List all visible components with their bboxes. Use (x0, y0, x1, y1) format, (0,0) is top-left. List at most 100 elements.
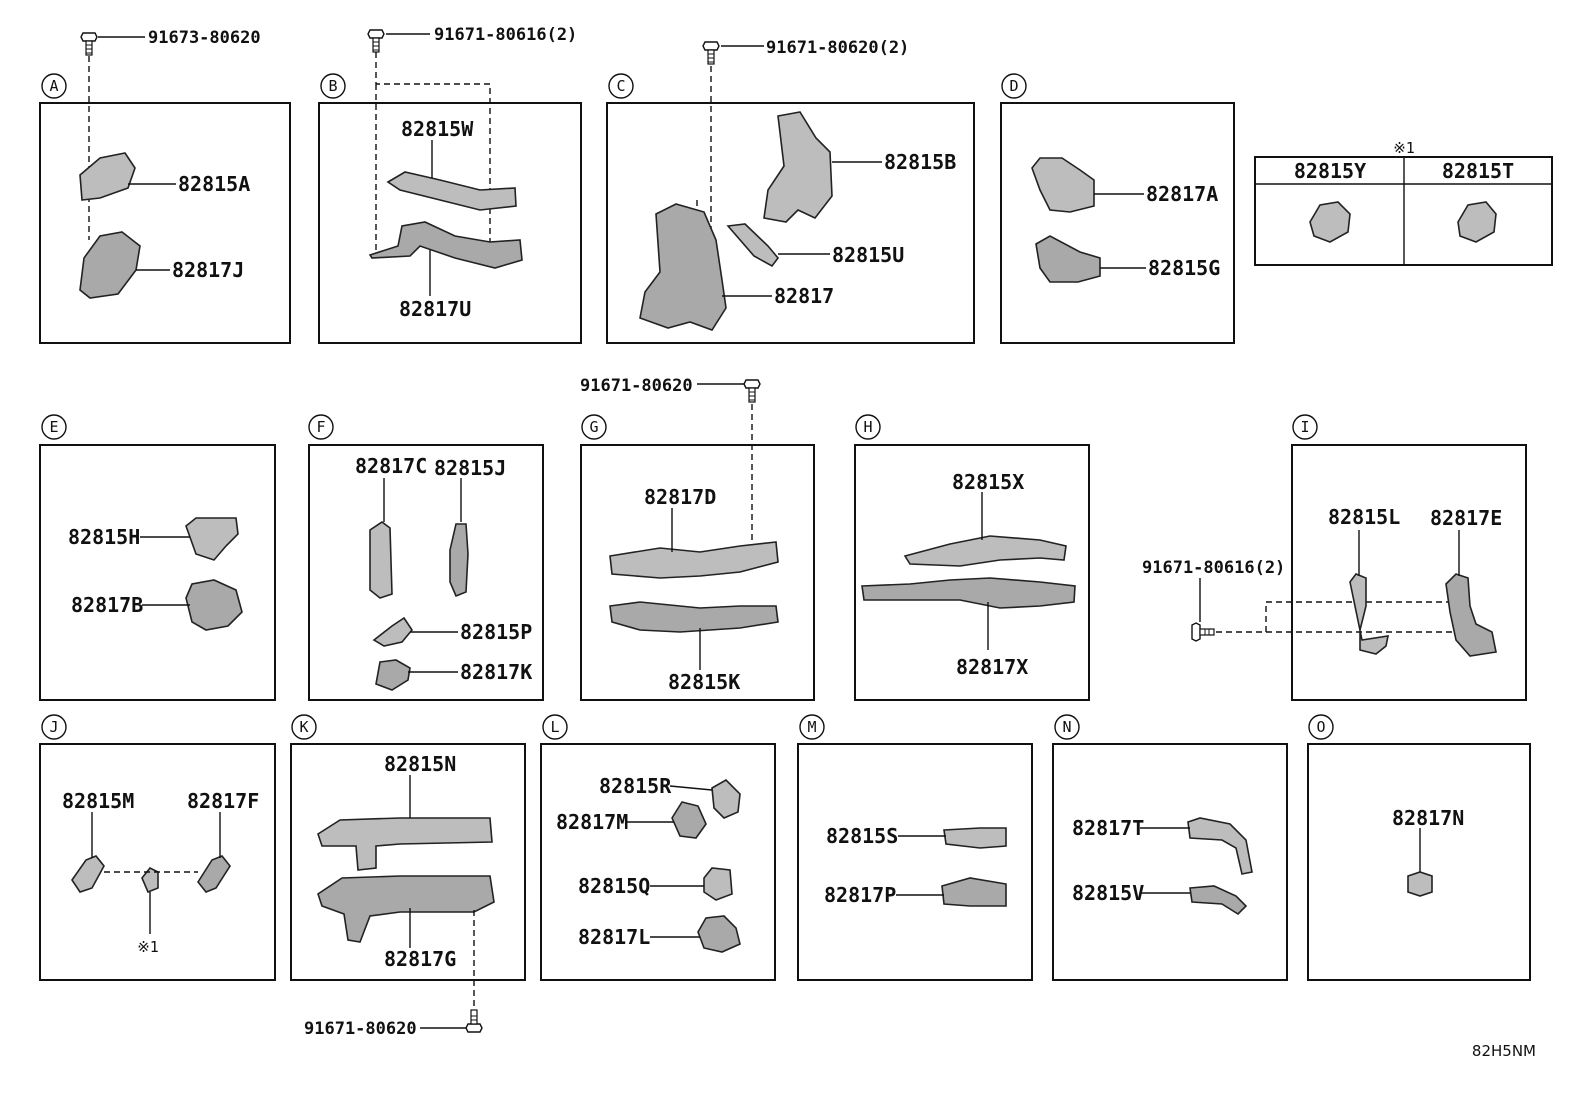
section-d: D 82817A 82815G (1000, 73, 1235, 344)
bracket-82817-icon (639, 203, 727, 331)
section-e: E 82815H 82817B (39, 414, 276, 701)
section-f: F 82817C 82815J 82815P 82817K (308, 414, 544, 701)
bracket-82815h-icon (185, 517, 239, 561)
part-label-82815l: 82815L (1328, 505, 1400, 529)
rail-82817g-icon (317, 875, 495, 943)
note-1-header-82815y: 82815Y (1294, 159, 1366, 183)
bracket-82815v-icon (1189, 885, 1248, 916)
section-letter-k: K (299, 718, 308, 736)
part-label-82815r: 82815R (599, 774, 672, 798)
clip-82815m-icon (71, 855, 105, 893)
section-o: O 82817N (1307, 714, 1531, 981)
part-label-82817g: 82817G (384, 947, 456, 971)
section-letter-f: F (316, 418, 325, 436)
section-letter-n: N (1062, 718, 1071, 736)
part-label-82817: 82817 (774, 284, 834, 308)
bracket-82817a-icon (1031, 157, 1095, 213)
section-a: A 91673-80620 82815A 82817J (39, 28, 291, 344)
part-label-82817x: 82817X (956, 655, 1028, 679)
rail-82815w-icon (386, 171, 517, 211)
bolt-icon (80, 32, 98, 56)
part-label-82817k: 82817K (460, 660, 532, 684)
diagram-code: 82H5NM (1472, 1042, 1536, 1060)
bracket-82815j-icon (449, 523, 469, 598)
section-letter-c: C (616, 77, 625, 95)
section-letter-g: G (589, 418, 598, 436)
bracket-82817c-icon (369, 521, 393, 599)
section-g-frame (580, 444, 815, 701)
part-label-82815b: 82815B (884, 150, 956, 174)
section-letter-a: A (49, 77, 58, 95)
note-1-mark: ※1 (1393, 139, 1415, 157)
section-d-frame (1000, 102, 1235, 344)
bracket-82815a-icon (79, 152, 136, 201)
part-label-82815u: 82815U (832, 243, 904, 267)
bracket-82815g-icon (1035, 235, 1101, 283)
section-letter-b: B (328, 77, 337, 95)
section-c: C 91671-80620(2) 82815B 82815U 82817 (606, 38, 975, 344)
section-f-frame (308, 444, 544, 701)
section-letter-h: H (863, 418, 872, 436)
rail-82815s-icon (943, 827, 1007, 849)
part-label-82815x: 82815X (952, 470, 1024, 494)
part-label-82815k: 82815K (668, 670, 740, 694)
section-n-frame (1052, 743, 1288, 981)
section-j: J 82815M 82817F ※1 (39, 714, 276, 981)
note-1-header-82815t: 82815T (1442, 159, 1514, 183)
section-e-frame (39, 444, 276, 701)
bolt-label-i: 91671-80616(2) (1142, 558, 1285, 578)
part-label-82815v: 82815V (1072, 881, 1144, 905)
rail-82815x-icon (903, 535, 1067, 567)
bracket-82817b-icon (185, 579, 243, 631)
section-letter-o: O (1316, 718, 1325, 736)
section-b: B 91671-80616(2) 82815W 82817U (318, 25, 582, 344)
clip-82815r-icon (711, 779, 741, 819)
part-label-82817j: 82817J (172, 258, 244, 282)
part-label-82815g: 82815G (1148, 256, 1220, 280)
part-label-82817t: 82817T (1072, 816, 1144, 840)
section-letter-a-circle (41, 73, 67, 99)
section-letter-d: D (1009, 77, 1018, 95)
part-label-82817e: 82817E (1430, 506, 1502, 530)
section-l: L 82815R 82817M 82815Q 82817L (540, 714, 776, 981)
part-label-82817a: 82817A (1146, 182, 1218, 206)
clip-82815u-icon (726, 223, 780, 268)
rail-82817x-icon (861, 577, 1076, 609)
bolt-label-k: 91671-80620 (304, 1019, 417, 1039)
bolt-icon (743, 379, 761, 403)
bolt-label-a: 91673-80620 (148, 28, 261, 48)
bolt-icon (465, 1009, 483, 1033)
clip-82817f-icon (197, 855, 231, 893)
note-1-mark-j: ※1 (137, 938, 159, 956)
section-h: H 82815X 82817X (854, 414, 1090, 701)
part-label-82817c: 82817C (355, 454, 427, 478)
section-letter-e: E (49, 418, 58, 436)
part-label-82815n: 82815N (384, 752, 456, 776)
part-label-82815h: 82815H (68, 525, 140, 549)
part-label-82815w: 82815W (401, 117, 474, 141)
bolt-icon (1191, 622, 1215, 642)
part-label-82817l: 82817L (578, 925, 650, 949)
clip-82815y-icon (1309, 201, 1351, 243)
part-label-82817u: 82817U (399, 297, 471, 321)
note-1-table: ※1 82815Y 82815T (1254, 139, 1553, 266)
bolt-label-g: 91671-80620 (580, 376, 693, 396)
part-label-82817f: 82817F (187, 789, 259, 813)
section-l-frame (540, 743, 776, 981)
clip-82817k-icon (375, 659, 411, 691)
bolt-label-c: 91671-80620(2) (766, 38, 909, 58)
part-label-82815m: 82815M (62, 789, 134, 813)
section-c-frame (606, 102, 975, 344)
section-m: M 82815S 82817P (797, 714, 1033, 981)
part-label-82817n: 82817N (1392, 806, 1464, 830)
bracket-82815b-icon (763, 111, 833, 223)
section-a-frame (39, 102, 291, 344)
section-i-frame (1291, 444, 1527, 701)
rail-82817d-icon (609, 541, 779, 579)
part-label-82817m: 82817M (556, 810, 628, 834)
clip-82815p-icon (372, 616, 413, 647)
bracket-82817j-icon (79, 231, 141, 299)
section-letter-j: J (49, 718, 58, 736)
part-label-82815a: 82815A (178, 172, 250, 196)
